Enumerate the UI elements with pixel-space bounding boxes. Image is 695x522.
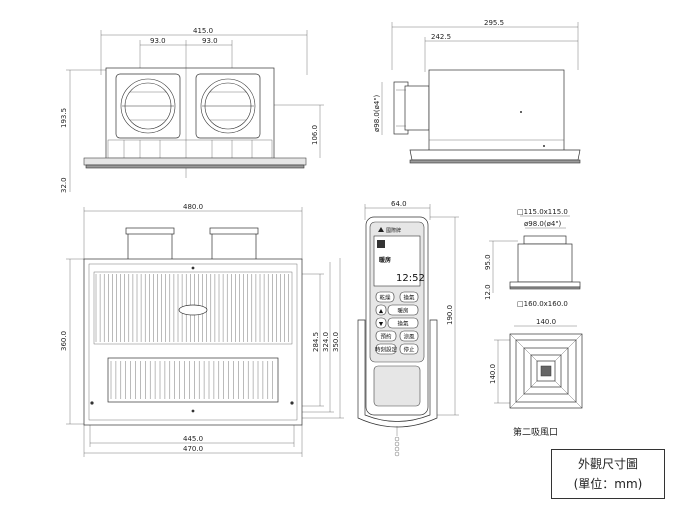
remote-button-label: 預約	[380, 333, 392, 341]
front-view: 480.0 360.0 284.5 324.0 350.0 445.0 470.…	[60, 203, 344, 457]
dim-side-2425: 242.5	[431, 33, 451, 41]
legend-title: 外觀尺寸圖	[577, 457, 638, 471]
second-vent: □115.0x115.0 ø98.0(ø4") 95.0 12.0 □160.0…	[484, 208, 583, 409]
top-view: 415.0 93.0 93.0 193.5 32.0 106.0	[60, 27, 324, 193]
remote-button	[375, 304, 387, 316]
legend-unit: (單位：mm)	[573, 477, 643, 491]
remote-button-label: 涼風	[403, 333, 415, 341]
legend-box: 外觀尺寸圖 (單位：mm)	[551, 449, 665, 499]
dim-vent-95: 95.0	[484, 254, 492, 270]
dim-side-duct: ø98.0(ø4")	[373, 94, 381, 132]
remote-button-label: 乾燥	[379, 294, 391, 302]
dim-top-32: 32.0	[60, 177, 68, 193]
dim-top-93b: 93.0	[202, 37, 218, 45]
dim-vent-160: □160.0x160.0	[517, 300, 568, 308]
dim-remote-width: 64.0	[391, 200, 407, 208]
remote-button	[375, 317, 387, 329]
remote-button-label: 換氣	[397, 320, 409, 328]
remote-button-label: 停止	[403, 346, 415, 354]
dim-vent-115: □115.0x115.0	[517, 208, 568, 216]
dim-vent-98: ø98.0(ø4")	[524, 220, 562, 228]
dim-top-width: 415.0	[193, 27, 213, 35]
dim-front-2845: 284.5	[312, 332, 320, 352]
remote-button	[399, 291, 419, 303]
remote-brand: 國際牌	[386, 227, 401, 234]
dim-top-93a: 93.0	[150, 37, 166, 45]
remote-button	[375, 291, 395, 303]
remote-button	[387, 304, 419, 316]
remote-time: 12:52	[396, 273, 425, 284]
dim-front-350: 350.0	[332, 332, 340, 352]
remote-button	[399, 343, 419, 355]
remote-button-label: ▼	[379, 322, 384, 328]
dim-front-445: 445.0	[183, 435, 203, 443]
dim-top-height: 193.5	[60, 108, 68, 128]
remote-button	[387, 317, 419, 329]
dim-vent-140h: 140.0	[489, 364, 497, 384]
remote-button-label: 換氣	[403, 294, 415, 302]
dim-front-width: 480.0	[183, 203, 203, 211]
remote-mode: 暖房	[379, 256, 391, 264]
remote-button	[375, 330, 397, 342]
dim-vent-140w: 140.0	[536, 318, 556, 326]
dim-front-324: 324.0	[322, 332, 330, 352]
remote-control: 64.0 190.0 國際牌 暖房 12:52 乾燥換氣▲暖房▼換氣預約涼風時刻…	[357, 200, 459, 457]
dim-vent-12: 12.0	[484, 284, 492, 300]
side-view: 295.5 242.5 ø98.0(ø4")	[373, 19, 581, 164]
dim-side-width: 295.5	[484, 19, 504, 27]
dim-remote-height: 190.0	[446, 305, 454, 325]
remote-button	[375, 343, 397, 355]
second-vent-label: 第二吸風口	[513, 428, 559, 438]
dim-front-360: 360.0	[60, 331, 68, 351]
remote-button-label: 時刻設定	[375, 346, 398, 354]
remote-button	[399, 330, 419, 342]
remote-button-label: ▲	[379, 309, 384, 315]
dim-front-470: 470.0	[183, 445, 203, 453]
remote-button-label: 暖房	[397, 307, 409, 315]
dim-top-106: 106.0	[311, 125, 319, 145]
upper-grille	[93, 271, 293, 345]
